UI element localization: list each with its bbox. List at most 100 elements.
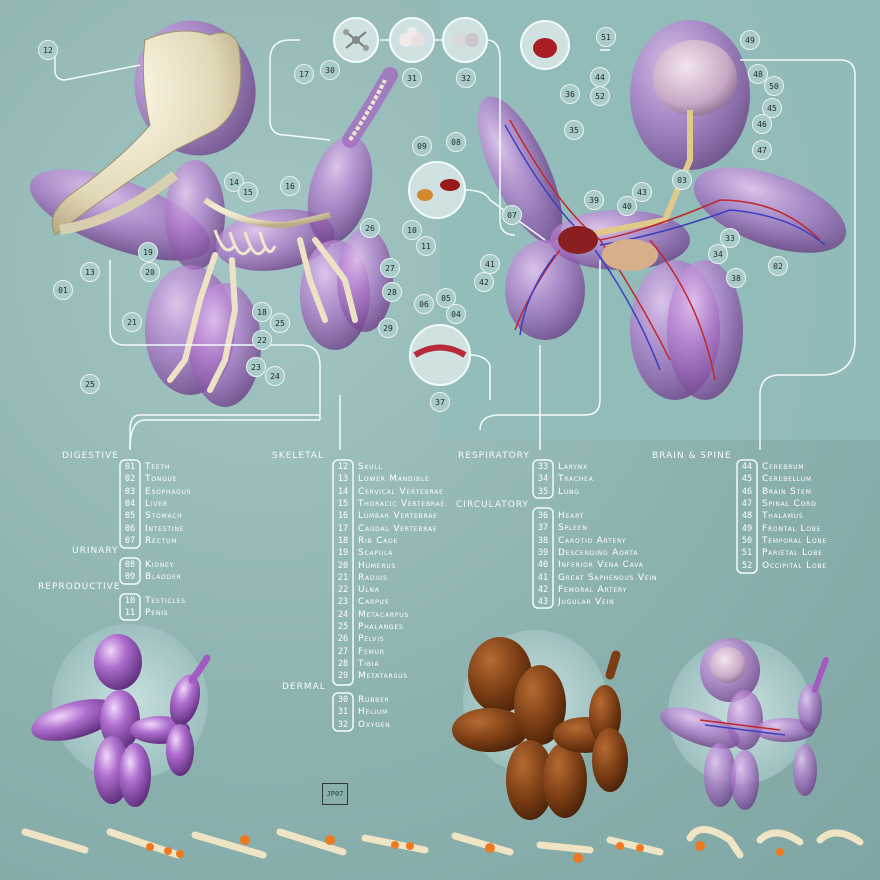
callout-01: 01	[53, 280, 73, 300]
callout-26: 26	[360, 218, 380, 238]
callout-04: 04	[446, 304, 466, 324]
callout-25-hind: 25	[270, 313, 290, 333]
callout-17: 17	[294, 64, 314, 84]
callout-33: 33	[720, 228, 740, 248]
callout-09: 09	[412, 136, 432, 156]
system-label-reproductive: reproductive	[38, 582, 121, 592]
callout-36: 36	[560, 84, 580, 104]
system-label-digestive: digestive	[62, 451, 119, 461]
legend-bracket-lines	[119, 419, 758, 732]
system-label-respiratory: respiratory	[458, 451, 530, 461]
fur-balloon-dog	[452, 630, 628, 820]
callout-13: 13	[80, 262, 100, 282]
system-label-circulatory: circulatory	[456, 500, 530, 510]
purple-balloon-dog	[31, 624, 211, 807]
callout-25-fore: 25	[80, 374, 100, 394]
callout-24: 24	[265, 366, 285, 386]
callout-07: 07	[502, 205, 522, 225]
system-label-dermal: dermal	[282, 682, 326, 692]
callout-05: 05	[436, 288, 456, 308]
callout-52: 52	[590, 86, 610, 106]
callout-21: 21	[122, 312, 142, 332]
callout-37: 37	[430, 392, 450, 412]
callout-23: 23	[246, 357, 266, 377]
callout-35: 35	[564, 120, 584, 140]
callout-22: 22	[252, 330, 272, 350]
callout-38: 38	[726, 268, 746, 288]
callout-15: 15	[238, 182, 258, 202]
callout-16: 16	[280, 176, 300, 196]
callout-27: 27	[380, 258, 400, 278]
system-label-skeletal: skeletal	[272, 451, 324, 461]
callout-18: 18	[252, 302, 272, 322]
organ-balloon-dog	[477, 20, 847, 400]
connector-lines	[54, 39, 856, 450]
callout-10: 10	[402, 220, 422, 240]
callout-50: 50	[764, 76, 784, 96]
callout-42: 42	[474, 272, 494, 292]
callout-44: 44	[590, 67, 610, 87]
callout-02: 02	[768, 256, 788, 276]
balloon-twisting-stages	[21, 826, 864, 863]
callout-03: 03	[672, 170, 692, 190]
callout-39: 39	[584, 190, 604, 210]
callout-28: 28	[382, 282, 402, 302]
callout-49: 49	[740, 30, 760, 50]
callout-34: 34	[708, 244, 728, 264]
callout-47: 47	[752, 140, 772, 160]
callout-48: 48	[748, 64, 768, 84]
callout-46: 46	[752, 114, 772, 134]
callout-12: 12	[38, 40, 58, 60]
callout-20: 20	[140, 262, 160, 282]
callout-08: 08	[446, 132, 466, 152]
dermal-insert-icons	[333, 17, 570, 386]
artist-logo: JP07	[322, 783, 348, 805]
system-label-urinary: urinary	[72, 546, 119, 556]
callout-41: 41	[480, 254, 500, 274]
callout-31: 31	[402, 68, 422, 88]
callout-32: 32	[456, 68, 476, 88]
